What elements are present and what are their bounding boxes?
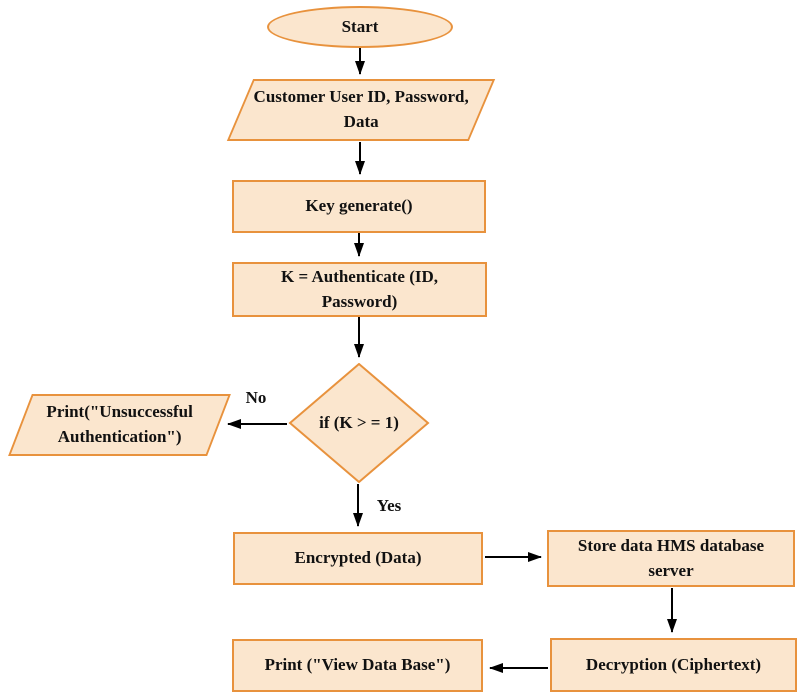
node-decision: if (K > = 1) [288, 363, 430, 483]
node-unsuccessful: Print("Unsuccessful Authentication") [8, 394, 231, 456]
diamond-shape [288, 363, 430, 483]
node-unsuccessful-line1: Print("Unsuccessful [46, 402, 193, 422]
node-authenticate-line1: K = Authenticate (ID, [280, 266, 438, 286]
node-store: Store data HMS database server [547, 530, 795, 587]
node-view-database-label: Print ("View Data Base") [264, 655, 451, 675]
node-authenticate: K = Authenticate (ID, Password) [232, 262, 487, 317]
node-decryption-label: Decryption (Ciphertext) [585, 654, 762, 674]
diamond-outline [288, 363, 430, 483]
node-decision-label: if (K > = 1) [319, 413, 399, 432]
node-input-line1: Customer User ID, Password, [253, 87, 469, 107]
node-key-generate-label: Key generate() [305, 196, 413, 216]
node-store-line2: server [648, 560, 694, 580]
node-encrypted-label: Encrypted (Data) [294, 548, 422, 568]
node-key-generate: Key generate() [232, 180, 486, 233]
node-input-label: Customer User ID, Password, Data [242, 85, 480, 134]
node-unsuccessful-line2: Authentication") [57, 427, 182, 446]
edge-label-yes: Yes [376, 496, 402, 515]
node-decryption: Decryption (Ciphertext) [550, 638, 797, 692]
node-unsuccessful-label: Print("Unsuccessful Authentication") [22, 400, 217, 449]
node-input: Customer User ID, Password, Data [226, 79, 496, 141]
node-start: Start [267, 6, 453, 48]
node-input-line2: Data [343, 112, 379, 131]
edge-label-no: No [245, 388, 267, 407]
node-store-line1: Store data HMS database [577, 535, 765, 555]
node-encrypted: Encrypted (Data) [233, 532, 483, 585]
node-start-label: Start [341, 16, 379, 36]
node-view-database: Print ("View Data Base") [232, 639, 483, 692]
node-store-label: Store data HMS database server [578, 534, 764, 583]
node-authenticate-line2: Password) [321, 291, 398, 311]
node-authenticate-label: K = Authenticate (ID, Password) [281, 265, 438, 314]
